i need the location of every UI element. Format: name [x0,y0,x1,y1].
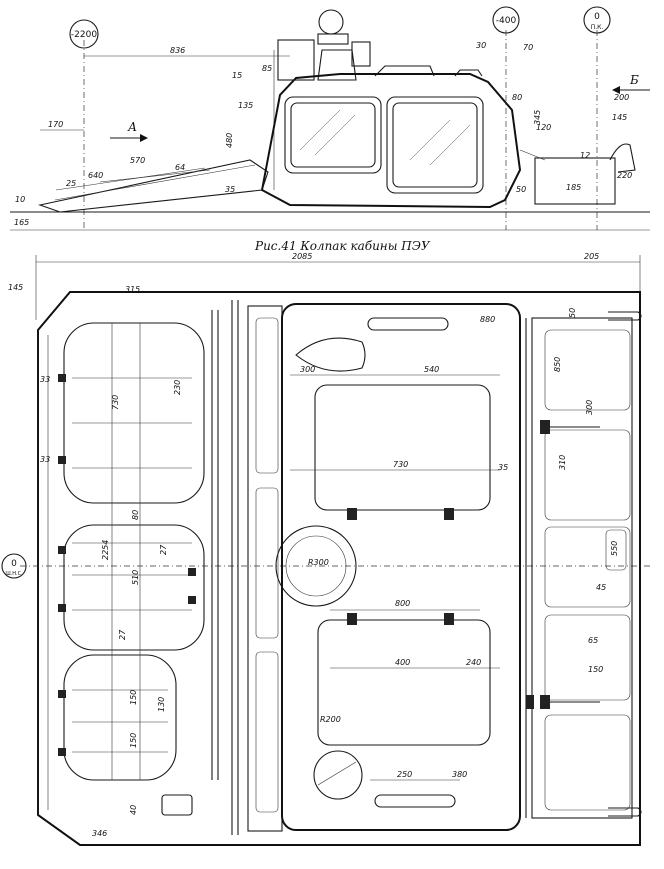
svg-text:27: 27 [159,544,168,555]
svg-text:65: 65 [588,636,598,645]
svg-text:25: 25 [66,179,76,188]
svg-text:550: 550 [610,541,619,556]
svg-text:150: 150 [129,733,138,748]
svg-text:345: 345 [533,110,542,125]
svg-text:15: 15 [232,71,242,80]
svg-text:836: 836 [170,46,185,55]
centerline-marker-0: 0 Ш.Н.С. [1,553,27,579]
svg-text:12: 12 [580,151,590,160]
svg-text:10: 10 [15,195,25,204]
svg-text:570: 570 [130,156,145,165]
svg-text:33: 33 [40,455,50,464]
svg-text:170: 170 [48,120,63,129]
svg-text:130: 130 [157,697,166,712]
svg-text:35: 35 [498,463,508,472]
svg-text:0: 0 [11,559,17,569]
svg-text:250: 250 [397,770,412,779]
svg-text:R200: R200 [320,715,341,724]
svg-text:50: 50 [516,185,526,194]
svg-text:800: 800 [395,599,410,608]
svg-text:80: 80 [512,93,522,102]
svg-text:220: 220 [617,171,632,180]
svg-text:150: 150 [588,665,603,674]
svg-text:510: 510 [131,570,140,585]
svg-text:346: 346 [92,829,107,838]
svg-text:R300: R300 [308,558,329,567]
svg-text:0: 0 [594,12,600,22]
svg-text:185: 185 [566,183,581,192]
svg-text:40: 40 [129,805,138,815]
svg-text:380: 380 [452,770,467,779]
svg-text:300: 300 [585,400,594,415]
svg-text:2254: 2254 [101,540,110,560]
svg-text:-2200: -2200 [71,30,97,40]
station-marker-2200: -2200 [69,19,99,49]
svg-text:Ш.Н.С.: Ш.Н.С. [5,571,23,577]
station-marker-0-top: 0 П.К. [583,6,611,34]
svg-text:205: 205 [584,252,599,261]
svg-text:120: 120 [536,123,551,132]
svg-text:35: 35 [225,185,235,194]
svg-text:230: 230 [173,380,182,395]
svg-text:730: 730 [111,395,120,410]
svg-text:А: А [127,120,137,134]
svg-text:150: 150 [129,690,138,705]
svg-text:145: 145 [8,283,23,292]
svg-text:540: 540 [424,365,439,374]
svg-text:480: 480 [225,133,234,148]
svg-text:-400: -400 [496,16,517,26]
svg-text:400: 400 [395,658,410,667]
svg-text:200: 200 [614,93,629,102]
svg-text:315: 315 [125,285,140,294]
side-view: -2200 -400 0 П.К. [10,6,650,253]
figure-caption: Рис.41 Колпак кабины ПЭУ [254,239,431,253]
svg-text:45: 45 [596,583,606,592]
svg-text:135: 135 [238,101,253,110]
svg-text:730: 730 [393,460,408,469]
station-marker-400: -400 [492,6,520,34]
svg-text:30: 30 [476,41,486,50]
svg-text:П.К.: П.К. [591,24,604,31]
plan-view: 2085 205 145 315 0 Ш.Н.С. [1,252,650,846]
svg-text:2085: 2085 [292,252,312,261]
svg-text:Б: Б [629,73,639,87]
svg-text:50: 50 [568,308,577,318]
svg-text:85: 85 [262,64,272,73]
svg-text:33: 33 [40,375,50,384]
svg-text:640: 640 [88,171,103,180]
svg-text:70: 70 [523,43,533,52]
svg-text:64: 64 [175,163,185,172]
svg-text:300: 300 [300,365,315,374]
svg-text:80: 80 [131,510,140,520]
svg-text:240: 240 [466,658,481,667]
svg-text:850: 850 [553,357,562,372]
svg-text:310: 310 [558,455,567,470]
svg-text:27: 27 [118,629,127,640]
svg-text:145: 145 [612,113,627,122]
svg-text:880: 880 [480,315,495,324]
svg-text:165: 165 [14,218,29,227]
